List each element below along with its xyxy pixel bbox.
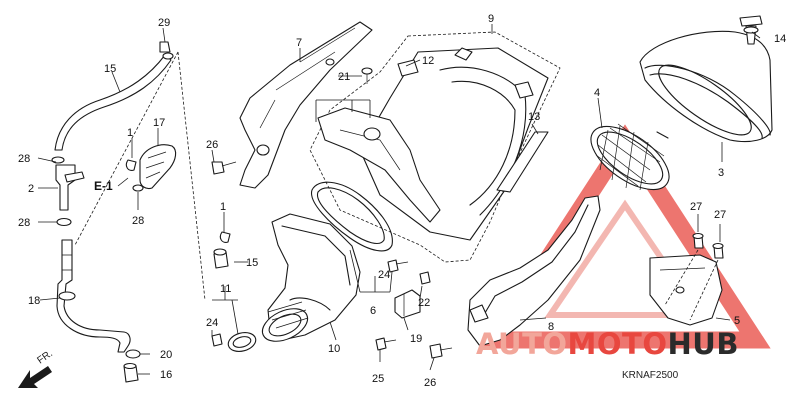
label-21: 20 xyxy=(160,349,172,361)
label-7: 7 xyxy=(296,37,302,49)
breather-tube-2 xyxy=(51,156,85,227)
seal-6 xyxy=(311,181,393,252)
label-1-left: 1 xyxy=(127,127,133,139)
label-5: 5 xyxy=(734,315,740,327)
label-2: 2 xyxy=(28,183,34,195)
label-29: 29 xyxy=(158,17,170,29)
connecting-tube-10 xyxy=(261,213,361,342)
filter-element-4 xyxy=(590,123,670,191)
label-6: 6 xyxy=(370,305,376,317)
label-1-center: 1 xyxy=(220,201,226,213)
bolt-27-left xyxy=(692,232,704,249)
label-24-left: 24 xyxy=(206,317,218,329)
watermark-moto: MOTO xyxy=(568,327,668,361)
label-4: 4 xyxy=(594,87,600,99)
leader-lines xyxy=(37,24,761,375)
bracket-7 xyxy=(239,21,373,189)
bolt-26-upper xyxy=(211,161,237,175)
label-10: 10 xyxy=(328,343,340,355)
clip-1-left xyxy=(125,159,137,171)
front-label: FR. xyxy=(35,348,55,366)
label-26-upper: 26 xyxy=(206,139,218,151)
label-20: 19 xyxy=(410,333,422,345)
label-28-top: 28 xyxy=(18,153,30,165)
label-19: 18 xyxy=(28,295,40,307)
label-26-lower: 26 xyxy=(424,377,436,389)
clip-1-center xyxy=(219,231,231,243)
label-13: 13 xyxy=(528,111,540,123)
part-labels: 29 15 1 17 28 2 28 28 18 20 16 7 21 26 9… xyxy=(18,13,786,389)
label-27-right: 27 xyxy=(714,209,726,221)
label-9: 9 xyxy=(488,13,494,25)
label-27-left: 27 xyxy=(690,201,702,213)
bolt-24-mid xyxy=(387,259,409,273)
clip-21 xyxy=(125,349,141,359)
label-12: 12 xyxy=(422,55,434,67)
label-28-right: 28 xyxy=(132,215,144,227)
bolt-22 xyxy=(361,67,373,84)
label-18: 15 xyxy=(104,63,116,75)
plug-16 xyxy=(123,362,139,383)
bracket-plate-5 xyxy=(649,254,723,326)
label-11: 11 xyxy=(220,283,231,295)
diagram-code: KRNAF2500 xyxy=(622,370,679,381)
front-arrow-icon xyxy=(18,366,52,388)
label-17: 17 xyxy=(153,117,165,129)
wing-bolt-14 xyxy=(739,15,763,45)
grommet-12 xyxy=(397,59,419,77)
label-16: 16 xyxy=(160,369,172,381)
bolt-27-right xyxy=(712,242,724,259)
valve-20 xyxy=(394,289,421,319)
label-8: 8 xyxy=(548,321,554,333)
duct-13 xyxy=(496,131,549,193)
section-ref-arrow xyxy=(117,177,129,187)
guide-line-right xyxy=(664,249,719,321)
section-ref: E-1 xyxy=(94,179,113,193)
watermark-auto: AUTO xyxy=(476,327,568,361)
side-cover-8 xyxy=(467,195,601,347)
label-22: 21 xyxy=(338,71,350,83)
label-25: 25 xyxy=(372,373,384,385)
bolt-26-lower xyxy=(429,343,453,359)
drain-hose-19 xyxy=(56,239,131,353)
watermark-text: AUTOMOTOHUB xyxy=(476,327,739,361)
bolt-24-left xyxy=(211,333,223,347)
ring-28-left xyxy=(132,184,144,192)
label-14: 14 xyxy=(774,33,786,45)
breather-hose-18 xyxy=(54,41,174,151)
label-24-mid: 24 xyxy=(378,269,390,281)
clamp-11 xyxy=(227,332,257,352)
watermark-hub: HUB xyxy=(668,327,739,361)
bolt-23 xyxy=(419,271,431,285)
label-23: 22 xyxy=(418,297,430,309)
cap-17 xyxy=(139,144,177,190)
guide-line-left xyxy=(74,51,206,301)
label-15: 15 xyxy=(246,257,258,269)
sensor-15 xyxy=(213,248,229,269)
boot-bracket xyxy=(317,107,441,223)
filter-housing-3 xyxy=(639,30,773,143)
label-3: 3 xyxy=(718,167,724,179)
front-direction-indicator: FR. xyxy=(18,348,55,388)
label-28-mid: 28 xyxy=(18,217,30,229)
bolt-25 xyxy=(375,337,397,351)
